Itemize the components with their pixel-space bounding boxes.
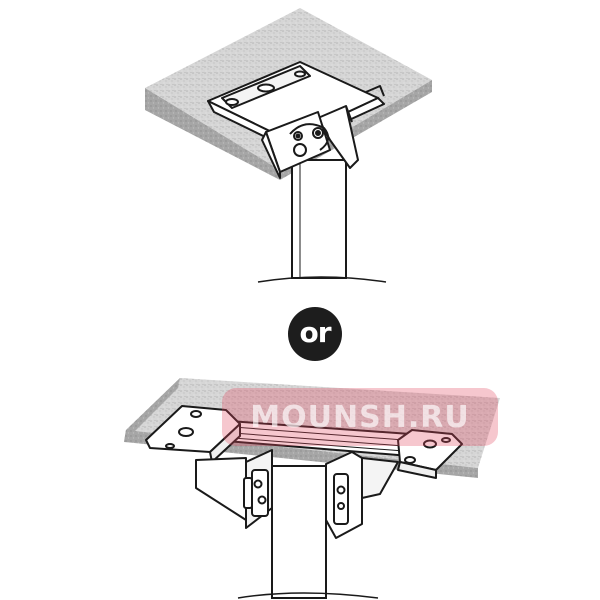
pole-bottom (237, 465, 379, 599)
top-mount-illustration (145, 8, 432, 283)
pole-top (257, 159, 387, 283)
ceiling-plate-top (207, 61, 385, 149)
bottom-mount-illustration (124, 378, 500, 599)
side-bracket-right (325, 451, 399, 539)
tilt-adapter (261, 105, 359, 179)
side-bracket-left (195, 449, 273, 529)
right-end-plate (397, 429, 463, 479)
or-separator-badge: or (288, 307, 342, 361)
left-end-plate (145, 405, 241, 463)
watermark: MOUNSH.RU (222, 388, 498, 446)
